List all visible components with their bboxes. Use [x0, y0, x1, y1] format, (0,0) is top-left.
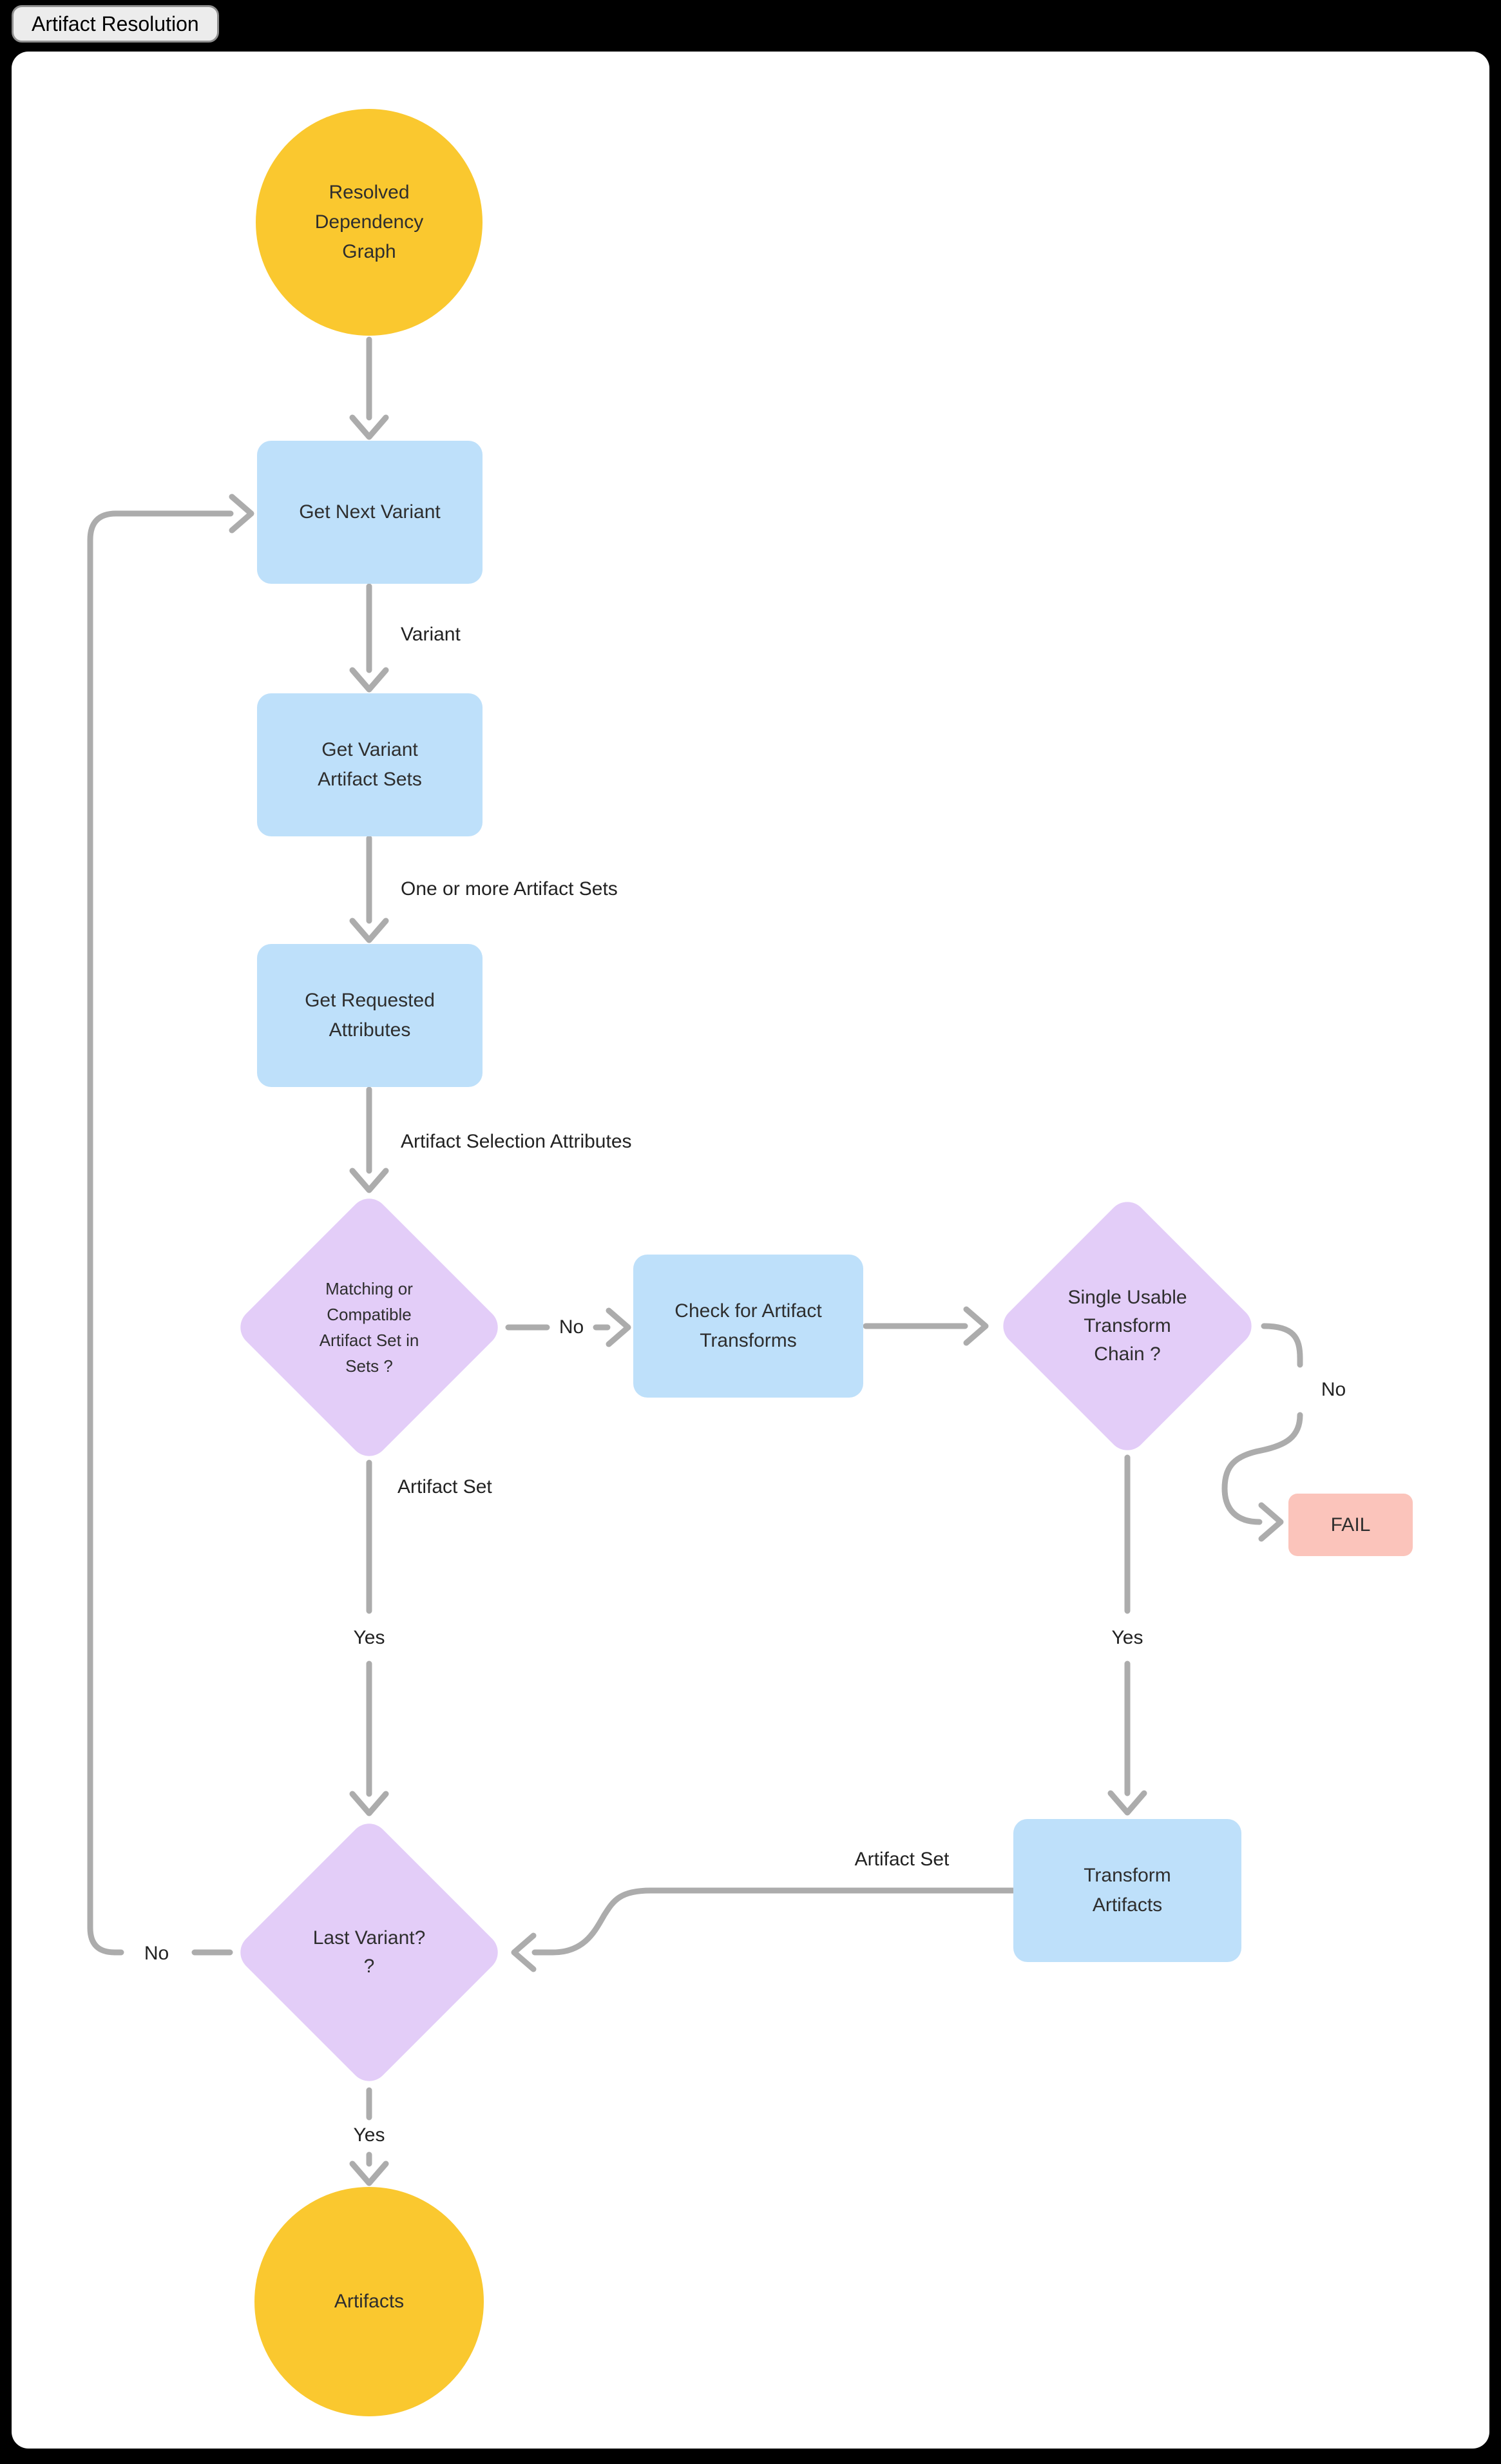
node-label-line: Get Requested — [305, 990, 435, 1011]
edge-label-yes-last-variant: Yes — [353, 2124, 385, 2146]
node-artifacts-circle[interactable]: Artifacts — [254, 2187, 484, 2416]
edge-last-variant-yes-to-artifacts — [349, 2087, 389, 2186]
node-label-line: Transform — [1084, 1865, 1171, 1886]
edge-label-no-matching: No — [559, 1316, 584, 1338]
node-label-line: Attributes — [329, 1019, 411, 1041]
edge-get-requested-attributes-to-matching-decision — [349, 1086, 389, 1193]
window-title: Artifact Resolution — [32, 12, 199, 35]
node-label-line: Transforms — [700, 1330, 797, 1351]
node-get-next-variant[interactable]: Get Next Variant — [257, 441, 483, 584]
edge-label-yes-single-chain: Yes — [1111, 1627, 1143, 1648]
node-label-line: Dependency — [314, 211, 424, 233]
window-title-pill[interactable]: Artifact Resolution — [12, 5, 219, 43]
node-label-line: Sets ? — [345, 1356, 393, 1376]
node-label-line: ? — [363, 1956, 375, 1977]
node-label-line: Artifact Sets — [318, 769, 422, 790]
node-start-circle[interactable]: Resolved Dependency Graph — [256, 109, 483, 336]
node-label-line: Transform — [1084, 1315, 1171, 1336]
node-label-line: Get Variant — [321, 739, 418, 760]
node-label-line: Resolved — [329, 182, 410, 203]
node-label-line: Last Variant? — [312, 1927, 426, 1949]
edge-single-chain-no-to-fail — [1221, 1412, 1303, 1542]
node-transform-artifacts[interactable]: Transform Artifacts — [1013, 1819, 1241, 1962]
node-label-line: Artifacts — [334, 2291, 405, 2312]
node-label-line: Graph — [342, 241, 396, 262]
node-label-line: Check for Artifact — [674, 1300, 822, 1322]
edge-transform-artifacts-to-last-variant — [511, 1887, 1017, 1972]
edge-check-transforms-to-single-chain-decision — [863, 1306, 989, 1346]
edge-label-yes-matching: Yes — [353, 1627, 385, 1648]
node-get-variant-artifact-sets[interactable]: Get Variant Artifact Sets — [257, 693, 483, 836]
edge-matching-decision-no-to-check-transforms — [505, 1307, 631, 1347]
edge-label-variant: Variant — [401, 624, 461, 645]
node-label-line: Chain ? — [1094, 1343, 1161, 1365]
edge-label-artifact-set-from-transform: Artifact Set — [854, 1849, 950, 1870]
node-label-line: Artifact Set in — [319, 1331, 419, 1350]
edge-get-next-variant-to-get-variant-artifact-sets — [349, 583, 389, 693]
node-last-variant-decision-label: Last Variant? ? — [292, 1924, 446, 1981]
node-fail[interactable]: FAIL — [1288, 1494, 1413, 1556]
node-single-chain-decision-label: Single Usable Transform Chain ? — [1044, 1284, 1211, 1369]
node-label-line: Get Next Variant — [299, 501, 441, 523]
edge-single-chain-yes-to-transform-artifacts — [1107, 1454, 1147, 1816]
node-label-line: Compatible — [327, 1305, 412, 1324]
edge-matching-decision-yes-to-last-variant — [349, 1459, 389, 1816]
node-matching-decision-label: Matching or Compatible Artifact Set in S… — [295, 1276, 443, 1379]
edge-last-variant-no-loop-to-get-next-variant — [87, 494, 254, 1956]
edge-single-chain-decision-no-stub — [1261, 1323, 1303, 1368]
edge-label-one-or-more-artifact-sets: One or more Artifact Sets — [401, 878, 618, 900]
node-label-line: Matching or — [325, 1279, 413, 1298]
edge-get-variant-artifact-sets-to-get-requested-attributes — [349, 835, 389, 943]
node-label-line: Single Usable — [1067, 1287, 1187, 1308]
node-get-requested-attributes[interactable]: Get Requested Attributes — [257, 944, 483, 1087]
edge-label-artifact-set-from-decision: Artifact Set — [397, 1476, 492, 1497]
edge-label-no-single-chain: No — [1321, 1379, 1346, 1400]
node-label-line: Artifacts — [1092, 1894, 1163, 1916]
edge-start-to-get-next-variant — [349, 336, 389, 440]
edge-label-artifact-selection-attributes: Artifact Selection Attributes — [401, 1131, 632, 1152]
node-check-transforms[interactable]: Check for Artifact Transforms — [633, 1255, 863, 1398]
node-label-line: FAIL — [1330, 1514, 1371, 1535]
edge-label-no-last-variant: No — [144, 1943, 169, 1964]
